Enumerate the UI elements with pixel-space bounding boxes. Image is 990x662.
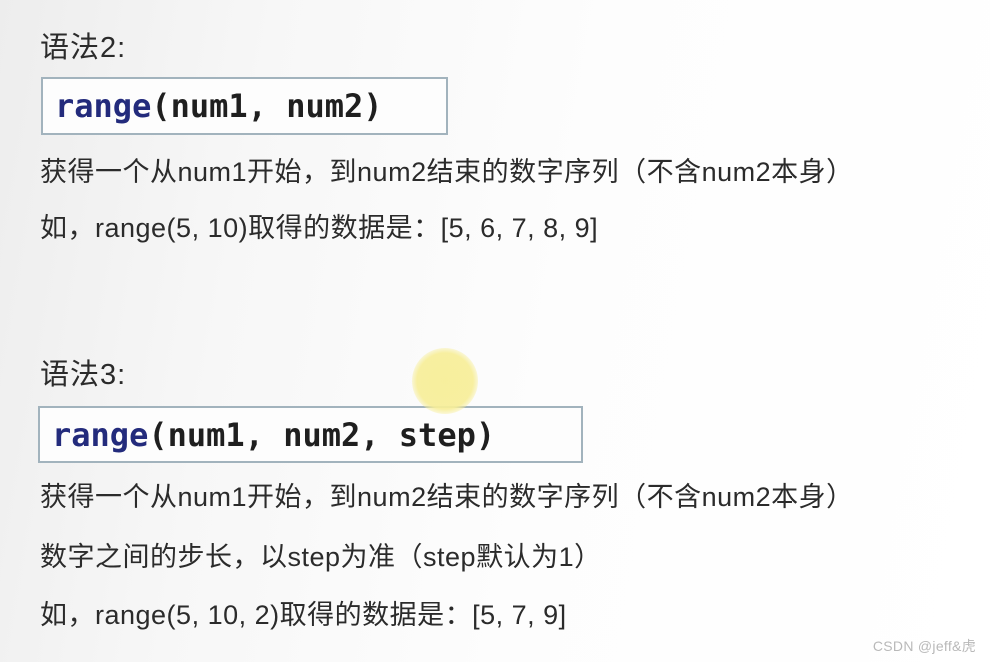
syntax3-heading: 语法3:	[40, 359, 127, 391]
syntax2-description: 获得一个从num1开始，到num2结束的数字序列（不含num2本身）	[40, 157, 854, 187]
syntax2-heading: 语法2:	[40, 32, 127, 64]
syntax2-example: 如，range(5, 10)取得的数据是：[5, 6, 7, 8, 9]	[40, 213, 599, 243]
syntax3-code-box: range(num1, num2, step)	[38, 406, 583, 463]
syntax3-description: 获得一个从num1开始，到num2结束的数字序列（不含num2本身）	[40, 482, 854, 512]
csdn-watermark: CSDN @jeff&虎	[872, 638, 976, 654]
syntax3-code-args: (num1, num2, step)	[148, 415, 496, 454]
syntax2-code-args: (num1, num2)	[151, 87, 383, 125]
presenter-cursor-highlight	[412, 348, 478, 414]
syntax2-code-box: range(num1, num2)	[41, 77, 448, 135]
syntax3-example: 如，range(5, 10, 2)取得的数据是：[5, 7, 9]	[40, 600, 567, 630]
syntax3-code-keyword: range	[52, 415, 149, 454]
syntax2-code-keyword: range	[55, 87, 152, 125]
syntax3-step-note: 数字之间的步长，以step为准（step默认为1）	[40, 542, 602, 572]
